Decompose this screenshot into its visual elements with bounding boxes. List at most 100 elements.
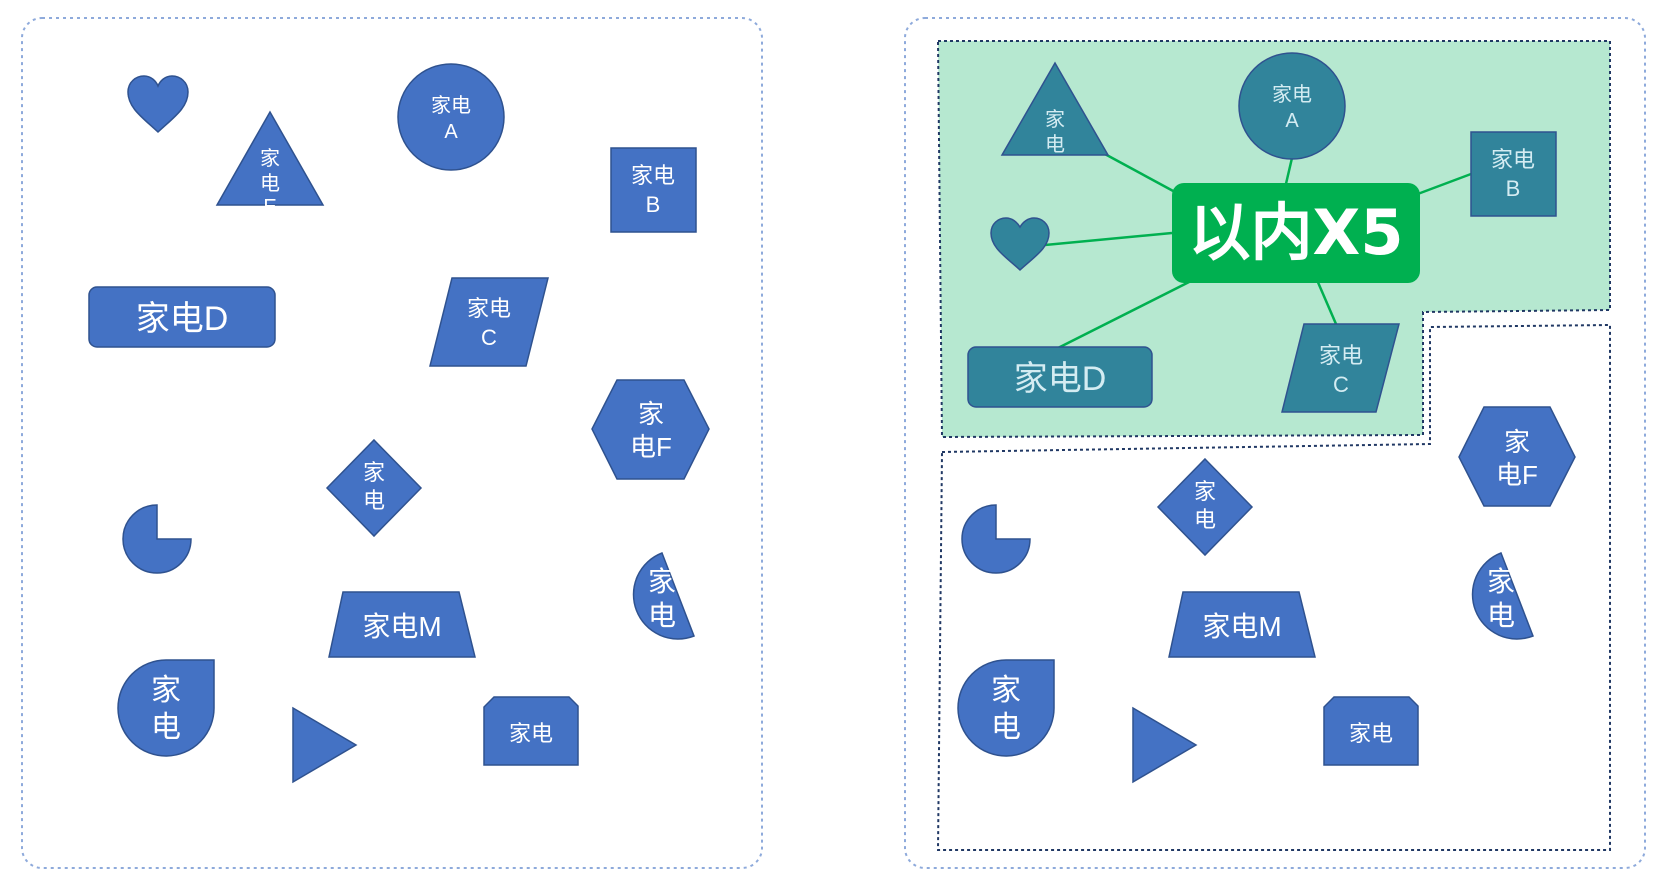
- heart-icon: [127, 75, 189, 134]
- parallelogram-icon: [1281, 323, 1400, 413]
- zone2-appliance-m-trapezoid: 家电M: [1168, 591, 1316, 658]
- teardrop-icon: [117, 659, 215, 757]
- appliance-teardrop: 家 电: [117, 659, 215, 757]
- teardrop-label-2: 电: [151, 711, 181, 744]
- parallelogram-icon: [429, 277, 549, 367]
- zone2-chord-label-2: 电: [1487, 600, 1515, 631]
- appliance-c-label-2: C: [481, 325, 497, 350]
- appliance-e-triangle: 家 电 E: [215, 110, 325, 218]
- zone2-appliance-teardrop: 家 电: [957, 659, 1055, 757]
- zone2-teardrop-label-2: 电: [991, 711, 1021, 744]
- appliance-c-label-1: 家电: [467, 296, 511, 321]
- appliance-e-label-1: 家: [260, 147, 280, 170]
- appliance-snipped-rect: 家电: [483, 696, 579, 766]
- zone-appliance-e-label-2: 电: [1045, 133, 1065, 156]
- zone-appliance-a-label-1: 家电: [1272, 83, 1312, 106]
- appliance-a-label-1: 家电: [431, 94, 471, 117]
- connector-b: [1414, 172, 1472, 197]
- appliance-e-label-3: E: [263, 196, 276, 218]
- zone-appliance-c-label-2: C: [1333, 372, 1349, 397]
- zone-appliance-a-label-2: A: [1285, 110, 1299, 132]
- play-triangle-icon: [292, 706, 358, 784]
- zone2-appliance-f-hexagon: 家 电F: [1458, 406, 1576, 507]
- zone-appliance-a-circle: 家电 A: [1238, 52, 1346, 160]
- right-panel-frame: [904, 17, 1646, 869]
- square-icon: [610, 147, 697, 233]
- appliance-m-label: 家电M: [362, 611, 441, 642]
- zone2-appliance-diamond: 家 电: [1156, 457, 1254, 557]
- rounded-rect-icon: [967, 346, 1153, 408]
- zone-appliance-b-label-2: B: [1506, 176, 1521, 201]
- appliance-b-label-2: B: [646, 192, 661, 217]
- badge: 以内X5: [1172, 183, 1420, 283]
- badge-background: [1172, 183, 1420, 283]
- appliance-e-label-2: 电: [260, 172, 280, 195]
- zone2-appliance-f-label-1: 家: [1504, 427, 1530, 457]
- pie-icon: [961, 504, 1031, 574]
- zone-appliance-c-parallelogram: 家电 C: [1281, 323, 1400, 413]
- remaining-zone-outline: [936, 323, 1611, 851]
- heart-icon: [990, 217, 1050, 272]
- hexagon-icon: [591, 379, 710, 480]
- zone-appliance-e-triangle: 家 电: [1000, 61, 1110, 156]
- connector-e: [1102, 151, 1176, 194]
- appliance-f-label-2: 电F: [630, 432, 672, 462]
- snipped-rect-icon: [483, 696, 579, 766]
- square-icon: [1470, 131, 1557, 217]
- circle-icon: [1238, 52, 1346, 160]
- chord-icon: [632, 552, 695, 640]
- zone2-teardrop-label-1: 家: [991, 674, 1021, 707]
- diamond-icon: [1156, 457, 1254, 557]
- zone2-appliance-m-label: 家电M: [1202, 611, 1281, 642]
- chord-label-1: 家: [648, 566, 676, 597]
- triangle-icon: [215, 110, 325, 206]
- zone-appliance-d-label: 家电D: [1014, 360, 1107, 398]
- snipped-rect-icon: [1323, 696, 1419, 766]
- left-panel: 家 电 E 家电 A 家电 B 家电D 家电 C 家 电F: [21, 17, 763, 869]
- appliance-a-label-2: A: [444, 121, 458, 143]
- diamond-label-2: 电: [363, 488, 385, 513]
- zone-appliance-e-label-1: 家: [1045, 108, 1065, 131]
- zone2-appliance-f-label-2: 电F: [1496, 460, 1538, 490]
- trapezoid-icon: [1168, 591, 1316, 658]
- teardrop-label-1: 家: [151, 674, 181, 707]
- zone2-diamond-label-1: 家: [1194, 479, 1216, 504]
- appliance-b-label-1: 家电: [631, 163, 675, 188]
- appliance-d-label: 家电D: [136, 300, 229, 338]
- zone-appliance-b-label-1: 家电: [1491, 147, 1535, 172]
- appliance-d-rounded-rect: 家电D: [88, 286, 276, 348]
- appliance-m-trapezoid: 家电M: [328, 591, 476, 658]
- circle-icon: [397, 63, 505, 171]
- diamond-icon: [325, 438, 423, 538]
- appliance-b-square: 家电 B: [610, 147, 697, 233]
- zone2-snipped-rect-label: 家电: [1349, 721, 1393, 746]
- zone2-appliance-chord: 家 电: [1471, 552, 1534, 640]
- appliance-c-parallelogram: 家电 C: [429, 277, 549, 367]
- snipped-rect-label: 家电: [509, 721, 553, 746]
- triangle-icon: [1000, 61, 1110, 156]
- connector-d: [1057, 278, 1194, 350]
- right-panel: 家 电 家电 A 家电 B 家电D 家电 C 以内X5: [904, 17, 1646, 869]
- trapezoid-icon: [328, 591, 476, 658]
- pie-icon: [122, 504, 192, 574]
- zone2-diamond-label-2: 电: [1194, 507, 1216, 532]
- zone-appliance-c-label-1: 家电: [1319, 343, 1363, 368]
- appliance-f-label-1: 家: [638, 399, 664, 429]
- zone2-chord-label-1: 家: [1487, 566, 1515, 597]
- play-triangle-icon: [1132, 706, 1198, 784]
- rounded-rect-icon: [88, 286, 276, 348]
- hexagon-icon: [1458, 406, 1576, 507]
- appliance-chord: 家 电: [632, 552, 695, 640]
- teardrop-icon: [957, 659, 1055, 757]
- zone-appliance-b-square: 家电 B: [1470, 131, 1557, 217]
- chord-label-2: 电: [648, 600, 676, 631]
- diamond-label-1: 家: [363, 460, 385, 485]
- badge-text: 以内X5: [1189, 196, 1404, 269]
- chord-icon: [1471, 552, 1534, 640]
- appliance-diamond: 家 电: [325, 438, 423, 538]
- appliance-f-hexagon: 家 电F: [591, 379, 710, 480]
- zone2-appliance-snipped-rect: 家电: [1323, 696, 1419, 766]
- zone-appliance-d-rounded-rect: 家电D: [967, 346, 1153, 408]
- appliance-a-circle: 家电 A: [397, 63, 505, 171]
